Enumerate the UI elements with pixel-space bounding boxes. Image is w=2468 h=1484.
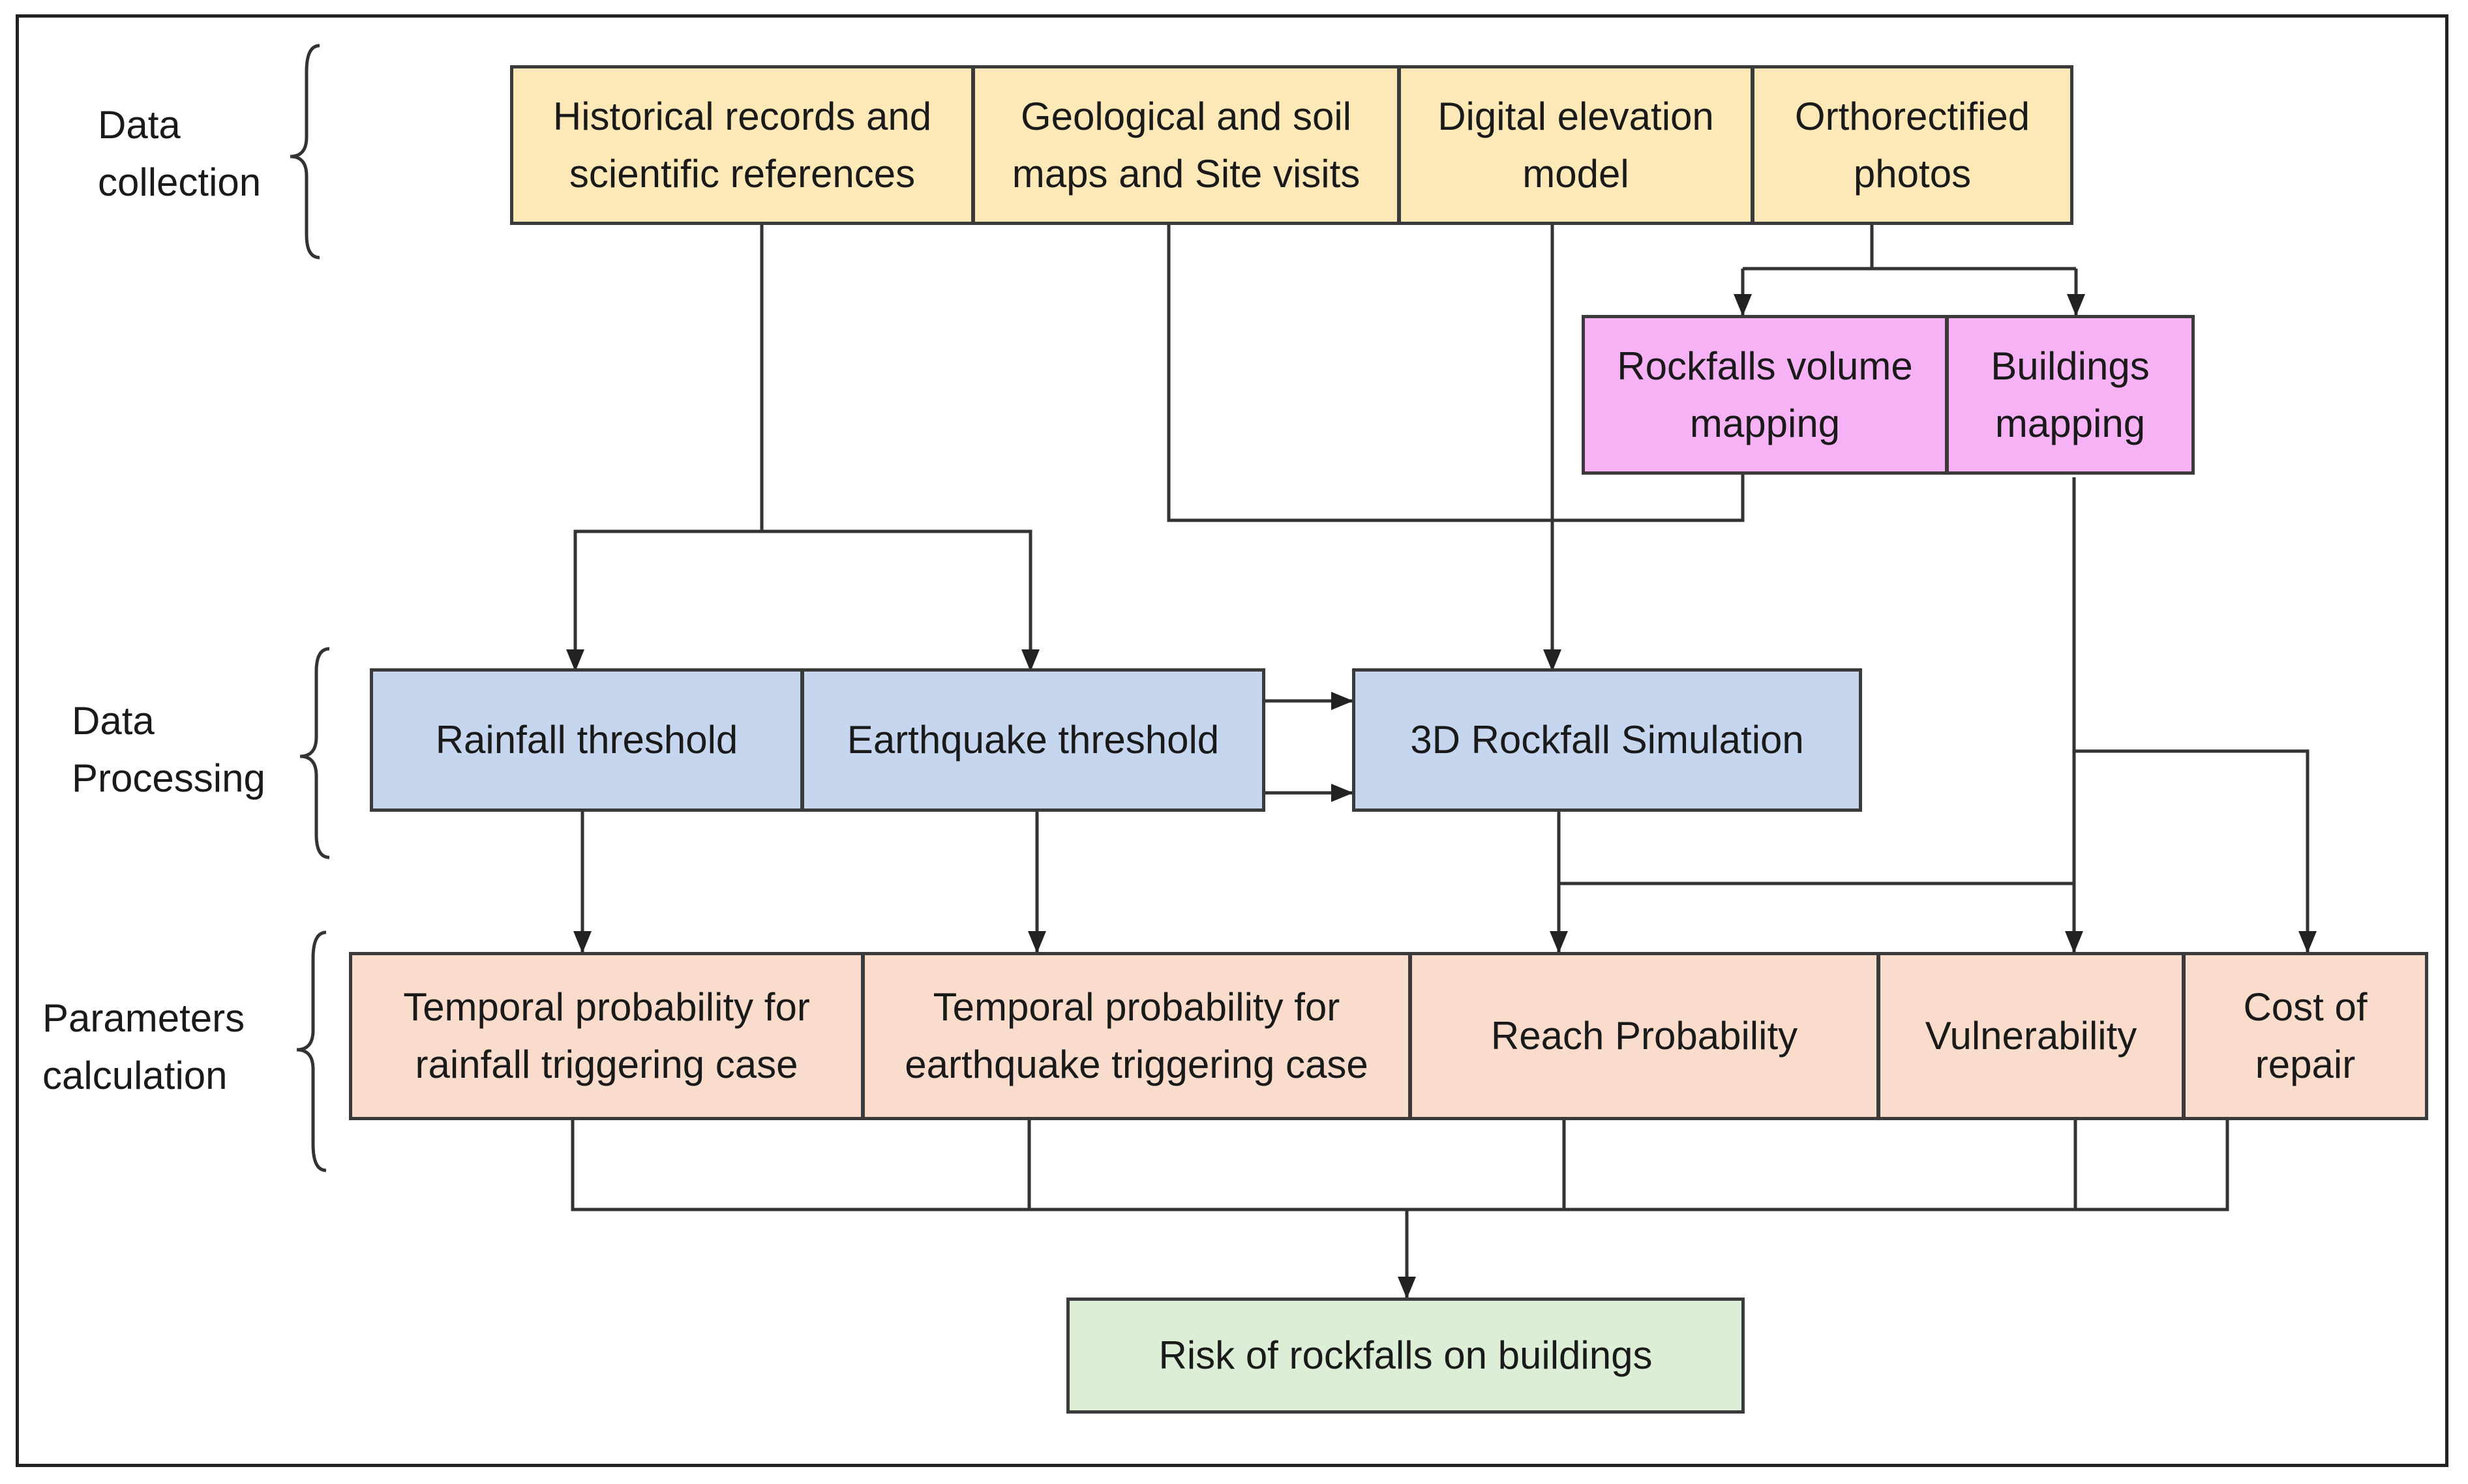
arrow-to-earthquake bbox=[762, 529, 1040, 672]
arrow-to-rainfall bbox=[566, 529, 762, 672]
brace-parameters-calculation bbox=[296, 930, 327, 1172]
box-geological-maps: Geological and soil maps and Site visits bbox=[972, 65, 1400, 225]
brace-data-collection bbox=[290, 44, 320, 260]
box-3d-rockfall-simulation: 3D Rockfall Simulation bbox=[1352, 668, 1862, 812]
box-risk-of-rockfalls: Risk of rockfalls on buildings bbox=[1066, 1298, 1745, 1414]
box-rainfall-threshold: Rainfall threshold bbox=[370, 668, 804, 812]
stage-label-parameters-calculation: Parameters calculation bbox=[42, 996, 245, 1097]
connector-simulation-down bbox=[1557, 812, 2074, 885]
box-reach-probability: Reach Probability bbox=[1409, 952, 1880, 1120]
box-rockfalls-volume-mapping: Rockfalls volume mapping bbox=[1582, 315, 1948, 475]
box-temporal-probability-rainfall: Temporal probability for rainfall trigge… bbox=[349, 952, 864, 1120]
box-temporal-probability-earthquake: Temporal probability for earthquake trig… bbox=[862, 952, 1411, 1120]
box-cost-of-repair: Cost of repair bbox=[2182, 952, 2428, 1120]
box-vulnerability: Vulnerability bbox=[1877, 952, 2185, 1120]
box-digital-elevation-model: Digital elevation model bbox=[1398, 65, 1754, 225]
box-historical-records: Historical records and scientific refere… bbox=[510, 65, 974, 225]
arrow-to-cost bbox=[2074, 749, 2317, 953]
brace-data-processing bbox=[299, 647, 330, 859]
connector-parameters-merge bbox=[571, 1120, 2229, 1211]
connector-geological-volume bbox=[1167, 225, 1745, 522]
box-orthorectified-photos: Orthorectified photos bbox=[1751, 65, 2073, 225]
stage-label-data-processing: Data Processing bbox=[72, 699, 265, 800]
box-buildings-mapping: Buildings mapping bbox=[1946, 315, 2195, 475]
stage-label-data-collection: Data collection bbox=[98, 103, 262, 204]
box-earthquake-threshold: Earthquake threshold bbox=[801, 668, 1265, 812]
